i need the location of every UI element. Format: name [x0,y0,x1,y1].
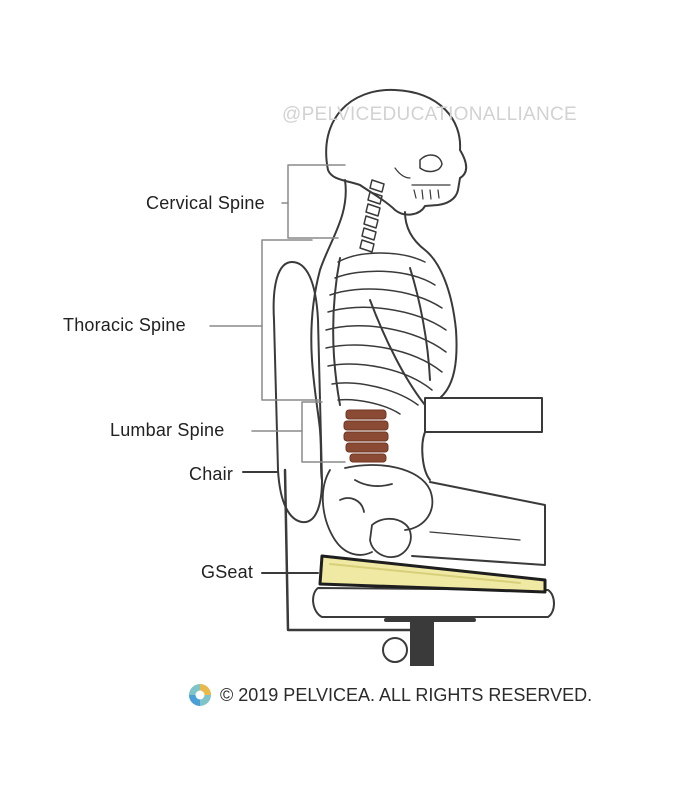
skull [325,88,467,216]
lumbar-vertebrae [343,409,389,463]
thigh [411,481,546,566]
ribcage [325,252,447,415]
front-contour [404,211,458,399]
cervical-vertebrae [359,179,385,253]
chair-frame [272,261,555,666]
label-gseat: GSeat [201,562,254,582]
annotation-leaders [209,164,346,574]
label-chair: Chair [189,464,234,484]
pelvicea-logo-icon [189,684,211,706]
copyright-text: © 2019 PELVICEA. ALL RIGHTS RESERVED. [220,684,593,705]
footer: © 2019 PELVICEA. ALL RIGHTS RESERVED. [188,681,592,709]
back-contour [310,179,347,481]
gseat-cushion [318,554,547,594]
watermark-text: @PELVICEDUCATIONALLIANCE [282,104,578,125]
label-lumbar-spine: Lumbar Spine [110,420,225,440]
label-thoracic-spine: Thoracic Spine [63,315,186,335]
pelvis [321,464,434,558]
label-cervical-spine: Cervical Spine [146,193,265,213]
arm [369,299,543,481]
